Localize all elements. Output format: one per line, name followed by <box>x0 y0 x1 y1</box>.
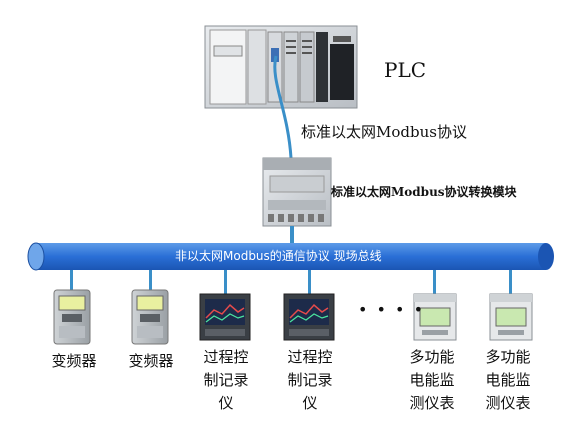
power-meter-device-2 <box>489 293 533 341</box>
device-label-recorder-1: 过程控 制记录 仪 <box>203 348 249 412</box>
ethernet-cable <box>273 55 293 159</box>
device-drops <box>70 270 512 294</box>
recorder-device-1 <box>199 293 251 341</box>
device-label-meter-2: 多功能 电能监 测仪表 <box>485 348 531 412</box>
fieldbus-label: 非以太网Modbus的通信协议 现场总线 <box>175 249 382 263</box>
device-label-vfd-1: 变频器 <box>51 352 97 370</box>
ethernet-protocol-label: 标准以太网Modbus协议 <box>301 123 467 141</box>
device-label-meter-1: 多功能 电能监 测仪表 <box>409 348 455 412</box>
converter-label: 标准以太网Modbus协议转换模块 <box>331 185 517 199</box>
device-label-recorder-2: 过程控 制记录 仪 <box>287 348 333 412</box>
plc-label: PLC <box>384 58 427 82</box>
recorder-device-2 <box>283 293 335 341</box>
power-meter-device-1 <box>413 293 457 341</box>
device-label-vfd-2: 变频器 <box>128 352 174 370</box>
fieldbus-bar <box>27 242 554 271</box>
converter-module <box>262 157 332 227</box>
vfd-device-1 <box>53 289 91 345</box>
vfd-device-2 <box>131 289 169 345</box>
converter-drop <box>290 226 294 244</box>
more-devices-ellipsis: • • • • <box>358 300 426 319</box>
